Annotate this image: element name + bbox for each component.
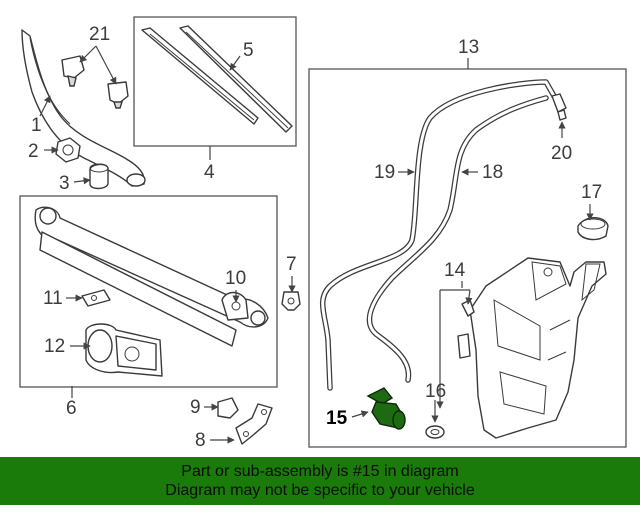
- callout-15: 15: [326, 408, 348, 429]
- wiper-linkage-part-10: [34, 206, 269, 347]
- callout-14: 14: [444, 260, 466, 281]
- callout-12: 12: [44, 336, 65, 357]
- cap-part-3: [89, 163, 109, 190]
- reservoir-cap-part-17: [577, 217, 609, 241]
- info-banner: Part or sub-assembly is #15 in diagram D…: [0, 457, 640, 505]
- parts-diagram: 21 1 2 3 5 4 10 11 12 6 7 9 8 13 19 18 2…: [19, 16, 627, 451]
- callout-2: 2: [28, 141, 39, 162]
- callout-19: 19: [374, 162, 395, 183]
- callout-17: 17: [581, 182, 602, 203]
- connector-part-20: [551, 93, 567, 121]
- washer-hose-part-19: [319, 79, 557, 391]
- nut-part-2: [55, 137, 81, 163]
- box-washer-system: [308, 68, 627, 448]
- callout-1: 1: [31, 115, 42, 136]
- callout-5: 5: [243, 40, 254, 61]
- callout-6: 6: [66, 398, 77, 419]
- banner-line-part-number: Part or sub-assembly is #15 in diagram: [181, 463, 459, 480]
- callout-21: 21: [89, 24, 110, 45]
- wiper-motor-part-12: [85, 323, 163, 377]
- callout-18: 18: [482, 162, 503, 183]
- nut-part-9: [217, 397, 239, 419]
- washer-reservoir: [469, 257, 607, 439]
- box-linkage: [19, 195, 278, 388]
- wiper-blade-part-5: [141, 25, 293, 133]
- box-wiper-blades: [133, 16, 297, 147]
- grommet-part-16: [425, 425, 445, 439]
- callout-16: 16: [425, 381, 446, 402]
- callout-9: 9: [190, 397, 201, 418]
- callout-4: 4: [204, 162, 215, 183]
- callout-11: 11: [43, 288, 63, 309]
- callout-13: 13: [458, 37, 479, 58]
- banner-line-disclaimer: Diagram may not be specific to your vehi…: [165, 482, 475, 499]
- callout-3: 3: [59, 173, 70, 194]
- wiper-arm-part-1: [21, 29, 146, 187]
- bracket-part-11: [81, 289, 111, 307]
- highlighted-part-15: [366, 387, 406, 430]
- bracket-part-8: [235, 403, 273, 445]
- washer-hose-part-18: [366, 95, 549, 383]
- washer-pump-part-14: [457, 299, 475, 359]
- clip-part-7: [281, 291, 301, 311]
- callout-8: 8: [195, 430, 206, 451]
- callout-20: 20: [551, 143, 572, 164]
- leader-lines: [39, 45, 594, 444]
- callout-10: 10: [225, 268, 246, 289]
- callout-7: 7: [286, 254, 297, 275]
- arm-cap-part-21: [61, 55, 129, 109]
